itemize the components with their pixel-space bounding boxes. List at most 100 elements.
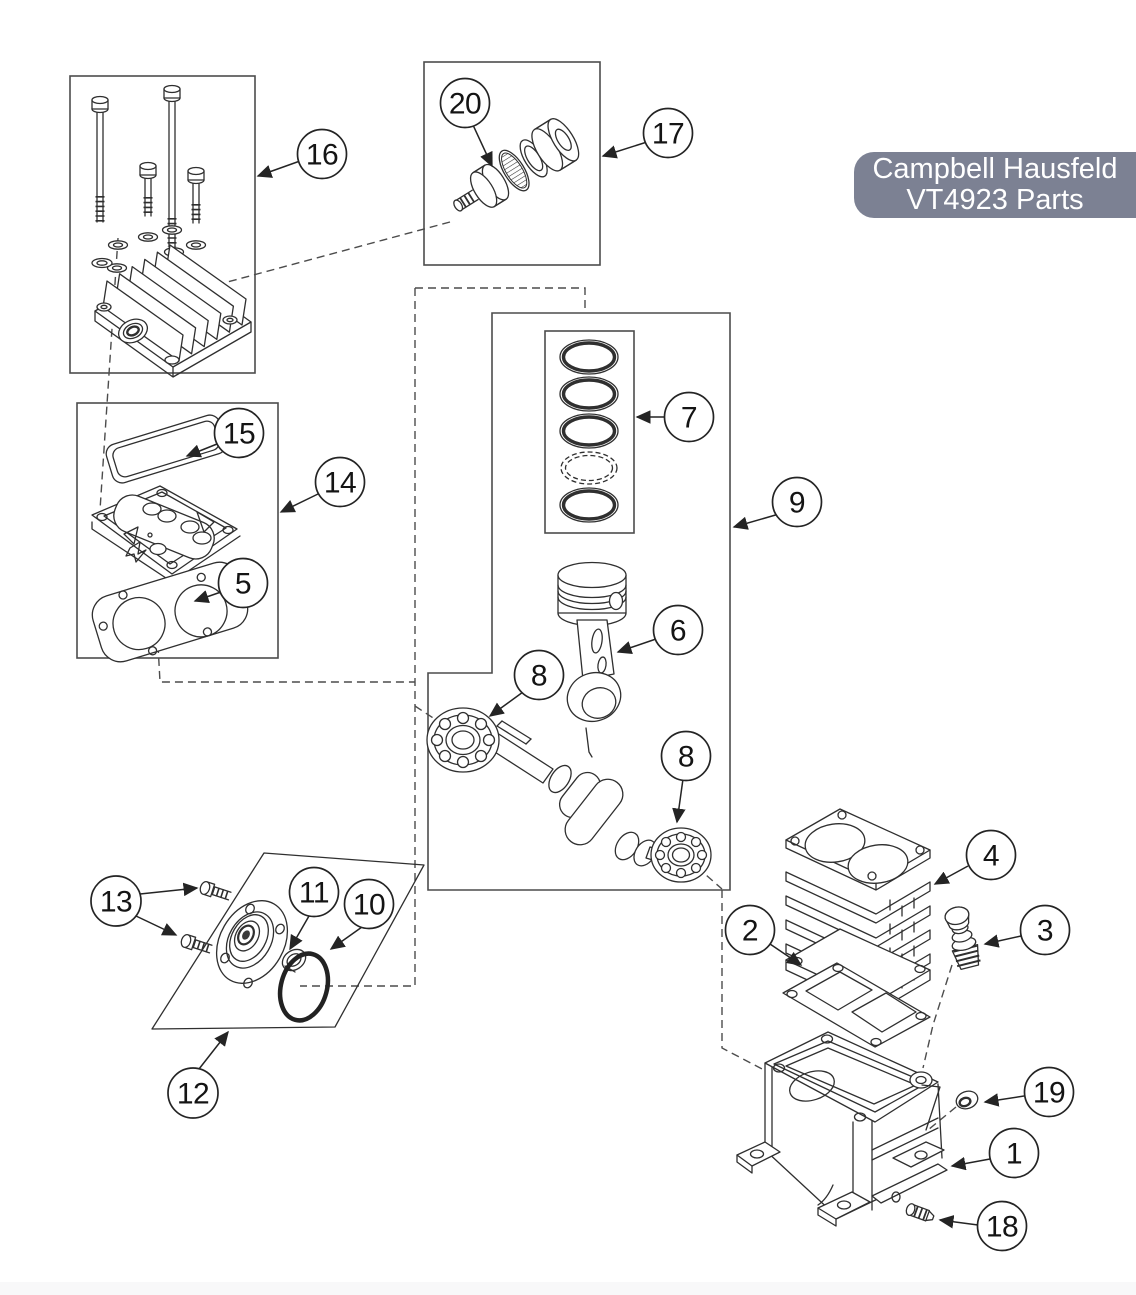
leader-arrow-1: [950, 1156, 991, 1171]
flange-plate-outline: [151, 852, 425, 1030]
leader-arrows: [135, 124, 1025, 1229]
svg-text:2: 2: [742, 915, 758, 948]
group-box-9: [427, 312, 731, 891]
cylinder-head-assembly-drawing: [91, 84, 252, 378]
group-box-7: [544, 330, 635, 534]
brand-badge-line2: VT4923 Parts: [906, 184, 1084, 216]
callout-3: 3: [1019, 904, 1071, 956]
leader-arrow-14: [279, 493, 319, 513]
svg-text:8: 8: [678, 741, 694, 774]
leader-arrow-6: [616, 638, 657, 655]
svg-text:8: 8: [531, 660, 547, 693]
callout-5: 5: [217, 557, 269, 609]
leader-arrow-12: [198, 1030, 229, 1070]
svg-text:11: 11: [299, 877, 329, 910]
brand-badge: Campbell Hausfeld VT4923 Parts: [854, 152, 1136, 218]
breather-valve-drawing: [944, 906, 982, 971]
oil-plug-drawing: [955, 1090, 979, 1110]
callout-15: 15: [213, 407, 265, 459]
leader-arrow-17: [601, 141, 648, 159]
svg-text:17: 17: [652, 118, 684, 151]
callout-11: 11: [288, 866, 340, 918]
leader-arrow-13a: [139, 882, 199, 897]
group-box-17: [423, 61, 601, 266]
o-ring-drawing: [277, 951, 331, 1023]
callouts: 16 20 17 7 9 6 8 8 15 14 5 13 11 10 12 4…: [90, 77, 1075, 1252]
dashed-head-to-plate: [99, 237, 119, 511]
piston-connecting-rod-drawing: [557, 561, 627, 758]
svg-text:4: 4: [983, 840, 999, 873]
dashed-frame-left: [300, 288, 416, 987]
brand-badge-line1: Campbell Hausfeld: [872, 153, 1118, 185]
crankcase-drawing: [736, 1031, 948, 1227]
svg-text:12: 12: [177, 1078, 209, 1111]
callout-2: 2: [724, 904, 776, 956]
leader-arrow-18: [938, 1215, 979, 1229]
svg-text:1: 1: [1006, 1138, 1022, 1171]
callout-6: 6: [652, 604, 704, 656]
head-gasket-drawing: [105, 414, 227, 484]
leader-arrow-2: [769, 943, 803, 966]
svg-text:18: 18: [986, 1211, 1018, 1244]
leader-arrow-5: [193, 590, 222, 603]
svg-text:10: 10: [353, 889, 385, 922]
leader-arrow-9: [732, 513, 780, 530]
dashed-frame-top: [415, 287, 586, 313]
leader-arrow-3: [983, 934, 1022, 948]
piston-rings-drawing: [559, 339, 619, 523]
leader-arrow-4: [933, 865, 969, 885]
svg-text:9: 9: [789, 487, 805, 520]
callout-1: 1: [988, 1127, 1040, 1179]
group-box-16: [69, 75, 256, 374]
svg-text:14: 14: [324, 467, 356, 500]
callout-8-left: 8: [513, 649, 565, 701]
drain-screw-drawing: [905, 1203, 935, 1222]
svg-text:3: 3: [1037, 915, 1053, 948]
bearing-flange-drawing: [215, 900, 289, 989]
callout-16: 16: [296, 128, 348, 180]
svg-text:7: 7: [681, 402, 697, 435]
callout-18: 18: [976, 1200, 1028, 1252]
valve-plate-drawing: [91, 485, 241, 583]
svg-text:5: 5: [235, 568, 251, 601]
leader-arrow-11: [289, 915, 310, 951]
callout-9: 9: [771, 476, 823, 528]
svg-text:20: 20: [449, 88, 481, 121]
leader-arrow-8-left: [488, 691, 524, 717]
callout-7: 7: [663, 391, 715, 443]
svg-text:13: 13: [100, 886, 132, 919]
unloader-valve-drawing: [453, 118, 580, 212]
leader-arrow-15: [185, 443, 218, 458]
dashed-plug-to-case: [927, 1106, 957, 1131]
footer-strip: [0, 1282, 1136, 1295]
dashed-valve-to-head: [219, 221, 451, 285]
bearing-left-drawing: [426, 707, 500, 773]
callout-8-right: 8: [660, 730, 712, 782]
flange-screws-drawing: [180, 881, 232, 954]
leader-arrow-10: [329, 926, 363, 950]
assembly-dashed-paths: [99, 221, 957, 1131]
callout-20: 20: [439, 77, 491, 129]
group-box-14: [76, 402, 279, 659]
callout-4: 4: [965, 829, 1017, 881]
svg-text:6: 6: [670, 615, 686, 648]
callout-12: 12: [167, 1067, 219, 1119]
svg-text:19: 19: [1033, 1077, 1065, 1110]
callout-14: 14: [314, 456, 366, 508]
svg-text:15: 15: [223, 418, 255, 451]
callout-19: 19: [1023, 1066, 1075, 1118]
callout-13: 13: [90, 875, 142, 927]
dashed-crank-to-case: [721, 890, 767, 1072]
leader-arrow-13b: [135, 915, 178, 936]
leader-arrow-19: [983, 1093, 1025, 1107]
base-gasket-drawing: [782, 962, 931, 1048]
leader-arrow-16: [256, 160, 301, 178]
leader-arrow-20: [472, 124, 493, 168]
leader-arrow-8-right: [672, 778, 686, 824]
svg-text:16: 16: [306, 139, 338, 172]
dashed-valve3-to-case: [922, 964, 953, 1069]
cylinder-drawing: [785, 808, 931, 1013]
callout-10: 10: [343, 878, 395, 930]
dashed-gasket-to-frame: [157, 644, 415, 683]
